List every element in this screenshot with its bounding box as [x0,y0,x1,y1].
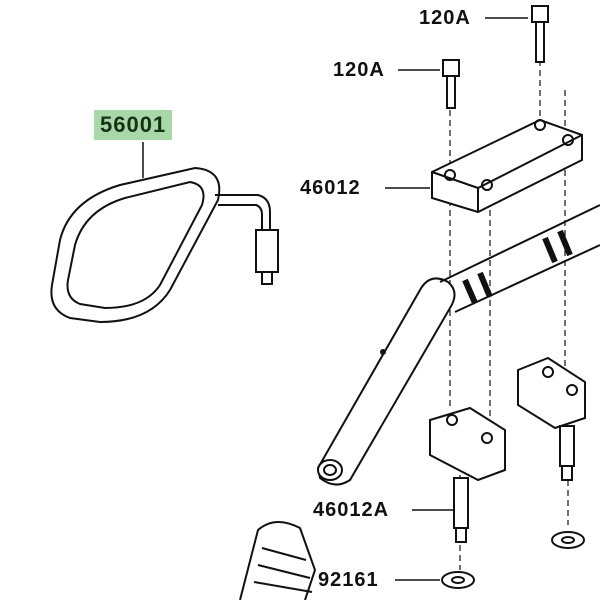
lower-holders-46012A [429,356,586,549]
mirror-56001 [50,166,279,324]
grip [239,521,317,600]
leader-lines [142,17,569,581]
part-label-46012A[interactable]: 46012A [313,499,390,521]
handlebar [316,204,600,486]
bolts-120A [442,5,549,109]
part-label-120A-upper[interactable]: 120A [419,7,471,29]
part-label-46012[interactable]: 46012 [300,177,361,199]
part-label-120A-lower[interactable]: 120A [333,59,385,81]
upper-holder-46012 [431,118,583,214]
washer-92161 [441,571,475,589]
part-label-92161[interactable]: 92161 [318,569,379,591]
part-label-56001[interactable]: 56001 [94,110,173,140]
